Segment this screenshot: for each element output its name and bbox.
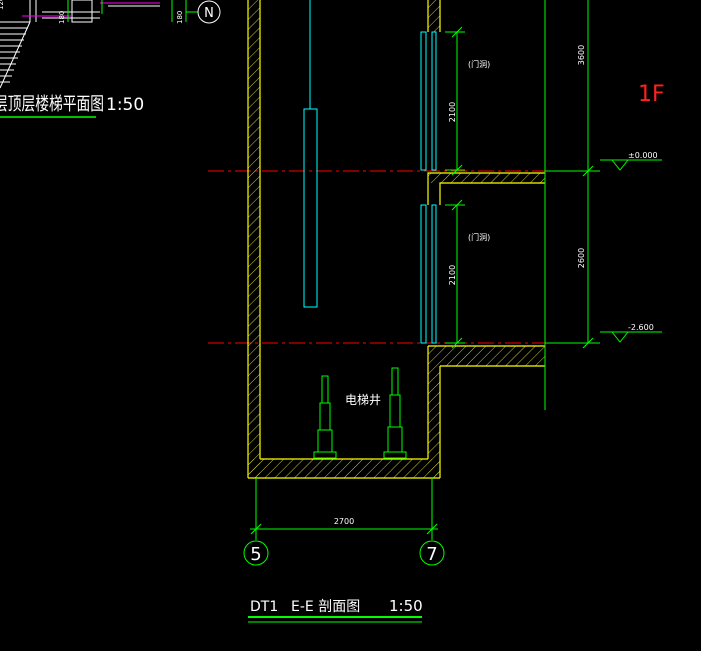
plan-scale: 1:50 (106, 95, 144, 115)
plan-dim-c: 180 (176, 11, 184, 24)
dim-total-lower: 2600 (577, 248, 586, 268)
dim-total-upper: 3600 (577, 45, 586, 65)
axis-right-label: 7 (426, 544, 437, 565)
door-dimensions (445, 26, 465, 349)
plan-title: 层顶层楼梯平面图 (0, 94, 104, 115)
width-dimension (250, 478, 438, 540)
section-title-block: DT1 E-E 剖面图 1:50 (248, 597, 423, 623)
floor-label: 1F (638, 82, 665, 107)
axis-bubble-left: 5 (243, 540, 269, 566)
elevation-marker-lower: -2.600 (600, 323, 662, 343)
width-dim-value: 2700 (334, 517, 354, 526)
right-wall-pit-hatch (428, 346, 440, 478)
plan-green-lines (67, 0, 198, 22)
door-frames (420, 31, 437, 344)
north-circle (197, 0, 221, 24)
buffer-right (383, 367, 407, 459)
counterweight-block (303, 108, 318, 308)
right-wall-top-hatch (428, 0, 440, 32)
plan-dim-a: 120 (0, 0, 5, 10)
door-frame-upper-inner (431, 31, 437, 171)
lower-slab-hatch (440, 346, 545, 366)
section-scale: 1:50 (389, 597, 423, 615)
door-frame-lower (420, 204, 427, 344)
section-name: E-E 剖面图 (291, 599, 360, 615)
north-arrow: N (197, 0, 221, 24)
plan-walls (42, 0, 160, 23)
shaft-walls (247, 0, 545, 479)
pit-slab-hatch (248, 459, 440, 478)
storey-dimensions (544, 0, 600, 410)
counterweight (303, 0, 318, 308)
pit-buffers (313, 367, 407, 459)
axis-bubble-right: 7 (419, 540, 445, 566)
elevation-upper: ±0.000 (628, 151, 658, 160)
buffer-left (313, 375, 337, 459)
axis-left-label: 5 (250, 544, 261, 565)
plan-dim-b: 180 (58, 11, 66, 24)
door-lower-height: 2100 (448, 265, 457, 285)
plan-stair-treads (0, 0, 37, 89)
door-upper-note: (门洞) (468, 59, 490, 69)
plan-accent-lines (22, 2, 160, 17)
section-code: DT1 (250, 599, 278, 615)
door-frame-lower-inner (431, 204, 437, 344)
elevation-marker-upper: ±0.000 (600, 151, 662, 171)
door-lower-note: (门洞) (468, 232, 490, 242)
left-wall-hatch (248, 0, 260, 478)
shaft-label: 电梯井 (345, 393, 381, 407)
door-upper-height: 2100 (448, 102, 457, 122)
level-lines (208, 170, 545, 344)
north-label: N (204, 6, 214, 21)
door-frame-upper (420, 31, 427, 171)
elevation-lower: -2.600 (628, 323, 654, 332)
top-left-plan: 120 180 180 N 层顶层楼梯平面图 1:50 (0, 0, 221, 118)
upper-slab-hatch (428, 173, 545, 183)
